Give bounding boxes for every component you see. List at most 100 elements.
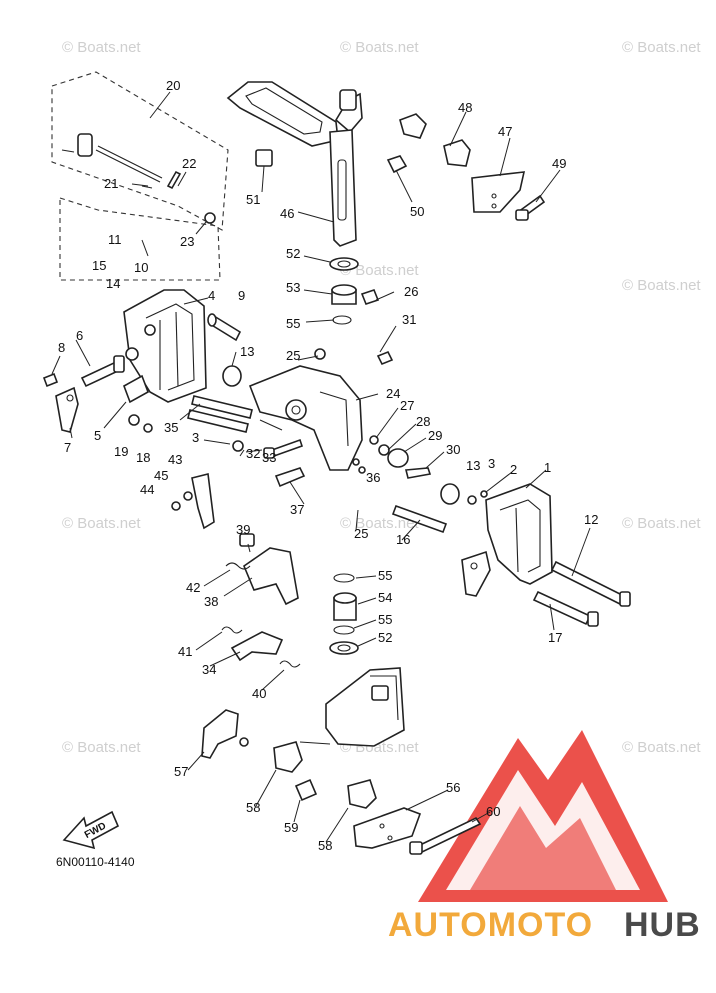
callout-43: 43 bbox=[168, 452, 182, 467]
callout-40: 40 bbox=[252, 686, 266, 701]
watermark: © Boats.net bbox=[622, 739, 701, 756]
callout-58: 58 bbox=[318, 838, 332, 853]
part-grip-48 bbox=[399, 113, 471, 167]
callout-7: 7 bbox=[64, 440, 71, 455]
watermarks: © Boats.net © Boats.net © Boats.net © Bo… bbox=[62, 39, 701, 756]
part-pin-9 bbox=[207, 313, 242, 342]
part-grip-58 bbox=[273, 741, 303, 773]
part-tiller-46 bbox=[226, 81, 363, 247]
part-bolt-12 bbox=[550, 560, 631, 607]
callout-47: 47 bbox=[498, 124, 512, 139]
part-59 bbox=[294, 778, 318, 802]
callout-4: 4 bbox=[208, 288, 215, 303]
part-grip-58b bbox=[347, 779, 377, 809]
group-frame-20 bbox=[51, 71, 229, 231]
callout-33: 33 bbox=[262, 450, 276, 465]
callout-17: 17 bbox=[548, 630, 562, 645]
callout-44: 44 bbox=[140, 482, 154, 497]
callout-55: 55 bbox=[378, 568, 392, 583]
part-bracket-38 bbox=[225, 533, 299, 606]
watermark: © Boats.net bbox=[622, 515, 701, 532]
callout-20: 20 bbox=[166, 78, 180, 93]
callout-19: 19 bbox=[114, 444, 128, 459]
callout-45: 45 bbox=[154, 468, 168, 483]
callout-31: 31 bbox=[402, 312, 416, 327]
callout-9: 9 bbox=[238, 288, 245, 303]
callout-23: 23 bbox=[180, 234, 194, 249]
part-washer-5 bbox=[123, 374, 153, 433]
group-frame-11 bbox=[59, 197, 221, 281]
callout-58: 58 bbox=[246, 800, 260, 815]
callout-8: 8 bbox=[58, 340, 65, 355]
callout-54: 54 bbox=[378, 590, 392, 605]
callout-52: 52 bbox=[378, 630, 392, 645]
part-bushing-13 bbox=[187, 365, 253, 452]
callout-35: 35 bbox=[164, 420, 178, 435]
part-57 bbox=[201, 709, 239, 759]
callout-10: 10 bbox=[134, 260, 148, 275]
callout-55: 55 bbox=[378, 612, 392, 627]
callout-52: 52 bbox=[286, 246, 300, 261]
part-bolt-6 bbox=[42, 355, 125, 433]
part-51 bbox=[255, 149, 273, 167]
callout-41: 41 bbox=[178, 644, 192, 659]
part-lever-43 bbox=[191, 473, 215, 530]
part-bracket-1 bbox=[461, 483, 553, 597]
callout-36: 36 bbox=[366, 470, 380, 485]
part-group-27-30 bbox=[352, 435, 432, 479]
callout-39: 39 bbox=[236, 522, 250, 537]
callout-53: 53 bbox=[286, 280, 300, 295]
callout-6: 6 bbox=[76, 328, 83, 343]
callout-49: 49 bbox=[552, 156, 566, 171]
part-bolt-60 bbox=[409, 816, 482, 855]
part-49 bbox=[386, 155, 408, 174]
callout-15: 15 bbox=[92, 258, 106, 273]
callout-29: 29 bbox=[428, 428, 442, 443]
part-bushing-13-right bbox=[440, 483, 488, 505]
callout-30: 30 bbox=[446, 442, 460, 457]
callout-21: 21 bbox=[104, 176, 118, 191]
callout-27: 27 bbox=[400, 398, 414, 413]
part-cover-47 bbox=[471, 171, 526, 213]
callout-55: 55 bbox=[286, 316, 300, 331]
part-shaft-seals-upper bbox=[329, 257, 380, 325]
callout-32: 32 bbox=[246, 446, 260, 461]
callout-16: 16 bbox=[396, 532, 410, 547]
callout-13: 13 bbox=[240, 344, 254, 359]
logo-text-auto: AUTOMOTO bbox=[388, 906, 593, 944]
callout-5: 5 bbox=[94, 428, 101, 443]
callout-3: 3 bbox=[192, 430, 199, 445]
part-swivel-24 bbox=[248, 348, 394, 471]
callout-18: 18 bbox=[136, 450, 150, 465]
callout-48: 48 bbox=[458, 100, 472, 115]
part-bracket-34 bbox=[221, 626, 301, 668]
part-37 bbox=[274, 467, 306, 488]
callout-57: 57 bbox=[174, 764, 188, 779]
fwd-arrow-icon: FWD bbox=[62, 810, 120, 850]
watermark: © Boats.net bbox=[62, 515, 141, 532]
callout-34: 34 bbox=[202, 662, 216, 677]
callout-56: 56 bbox=[446, 780, 460, 795]
diagram-code: 6N00110-4140 bbox=[56, 855, 135, 869]
callout-22: 22 bbox=[182, 156, 196, 171]
part-shaft-seals-lower bbox=[329, 573, 359, 655]
callout-59: 59 bbox=[284, 820, 298, 835]
callout-37: 37 bbox=[290, 502, 304, 517]
part-pin-20 bbox=[61, 133, 216, 224]
watermark: © Boats.net bbox=[340, 39, 419, 56]
part-bolt-17 bbox=[532, 590, 599, 627]
callout-1: 1 bbox=[544, 460, 551, 475]
part-lower-housing bbox=[325, 667, 405, 747]
part-bolt-33 bbox=[263, 438, 304, 459]
callout-13: 13 bbox=[466, 458, 480, 473]
part-bracket-4 bbox=[123, 289, 207, 403]
callout-38: 38 bbox=[204, 594, 218, 609]
part-pin-16 bbox=[391, 504, 448, 534]
watermark: © Boats.net bbox=[340, 515, 419, 532]
callout-60: 60 bbox=[486, 804, 500, 819]
watermark: © Boats.net bbox=[622, 277, 701, 294]
watermark: © Boats.net bbox=[622, 39, 701, 56]
callout-25: 25 bbox=[286, 348, 300, 363]
